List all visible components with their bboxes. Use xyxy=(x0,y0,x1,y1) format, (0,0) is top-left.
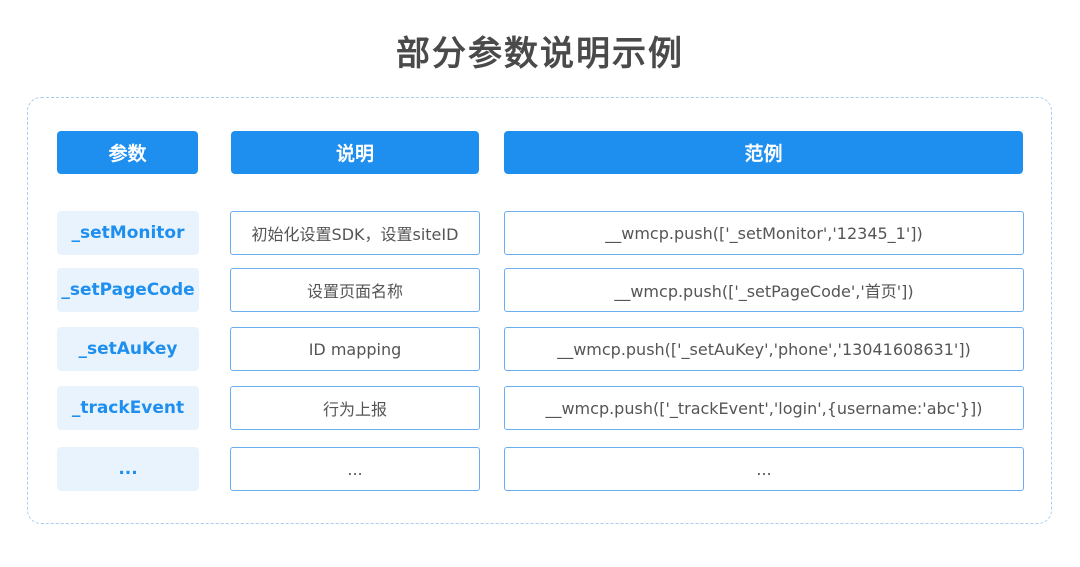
param-cell: ... xyxy=(57,447,199,491)
example-cell: __wmcp.push(['_trackEvent','login',{user… xyxy=(504,386,1024,430)
description-cell: ... xyxy=(230,447,480,491)
example-cell: ... xyxy=(504,447,1024,491)
table-row: _setMonitor 初始化设置SDK，设置siteID __wmcp.pus… xyxy=(0,211,1080,255)
example-cell: __wmcp.push(['_setPageCode','首页']) xyxy=(504,268,1024,312)
header-description: 说明 xyxy=(231,131,479,174)
example-cell: __wmcp.push(['_setMonitor','12345_1']) xyxy=(504,211,1024,255)
header-param: 参数 xyxy=(57,131,198,174)
param-cell: _setPageCode xyxy=(57,268,199,312)
description-cell: 行为上报 xyxy=(230,386,480,430)
table-panel xyxy=(27,97,1052,524)
page-title: 部分参数说明示例 xyxy=(396,34,684,74)
table-row: _setAuKey ID mapping __wmcp.push(['_setA… xyxy=(0,327,1080,371)
description-cell: 初始化设置SDK，设置siteID xyxy=(230,211,480,255)
description-cell: ID mapping xyxy=(230,327,480,371)
param-cell: _trackEvent xyxy=(57,386,199,430)
param-cell: _setMonitor xyxy=(57,211,199,255)
table-row: _setPageCode 设置页面名称 __wmcp.push(['_setPa… xyxy=(0,268,1080,312)
header-example: 范例 xyxy=(504,131,1023,174)
description-cell: 设置页面名称 xyxy=(230,268,480,312)
table-row: _trackEvent 行为上报 __wmcp.push(['_trackEve… xyxy=(0,386,1080,430)
param-cell: _setAuKey xyxy=(57,327,199,371)
table-row: ... ... ... xyxy=(0,447,1080,491)
example-cell: __wmcp.push(['_setAuKey','phone','130416… xyxy=(504,327,1024,371)
